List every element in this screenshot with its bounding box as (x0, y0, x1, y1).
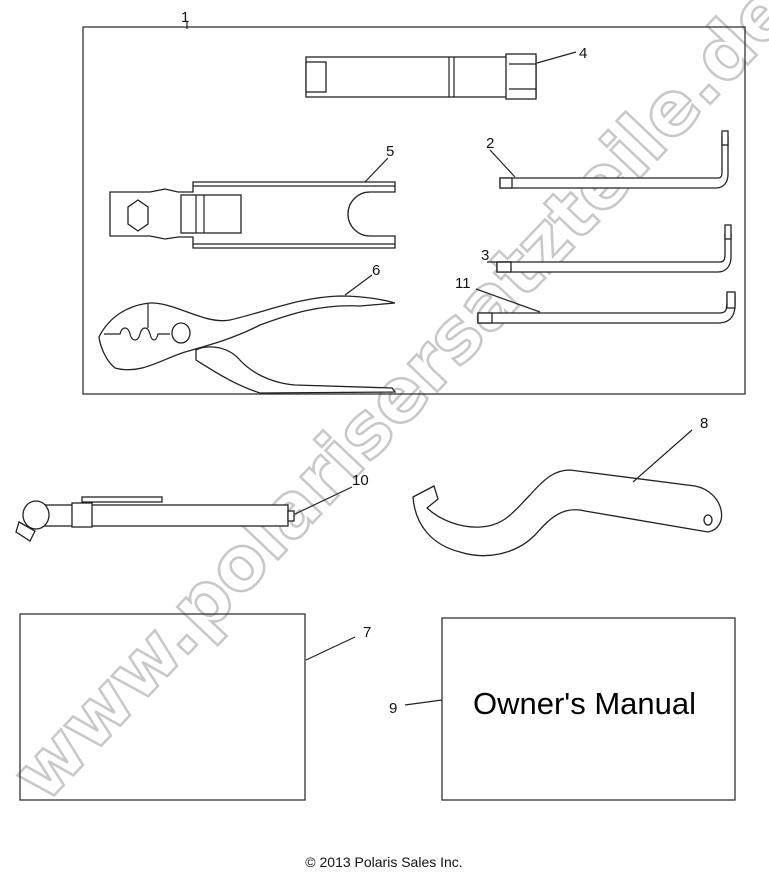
callout-7: 7 (363, 624, 371, 641)
owners-manual (441, 617, 736, 801)
callout-10: 10 (352, 472, 369, 489)
callout-4: 4 (579, 45, 587, 62)
callout-8: 8 (700, 415, 708, 432)
callout-2: 2 (486, 135, 494, 152)
hook-spanner (412, 469, 723, 557)
fork-wrench (109, 181, 396, 249)
callout-5: 5 (386, 143, 394, 160)
tire-gauge (15, 496, 295, 542)
socket-tool (305, 53, 537, 100)
callout-9: 9 (389, 700, 397, 717)
hex-key-small (499, 130, 729, 189)
pliers (98, 295, 397, 394)
callout-6: 6 (372, 262, 380, 279)
owners-manual-title: Owner's Manual (473, 686, 696, 721)
copyright: © 2013 Polaris Sales Inc. (305, 854, 462, 870)
callout-11: 11 (455, 275, 471, 292)
callout-3: 3 (481, 247, 489, 264)
document-7 (19, 613, 306, 801)
tool-kit-box (82, 26, 746, 395)
hex-key-medium (496, 224, 732, 273)
callout-1: 1 (181, 9, 189, 26)
hex-key-large (477, 291, 736, 324)
